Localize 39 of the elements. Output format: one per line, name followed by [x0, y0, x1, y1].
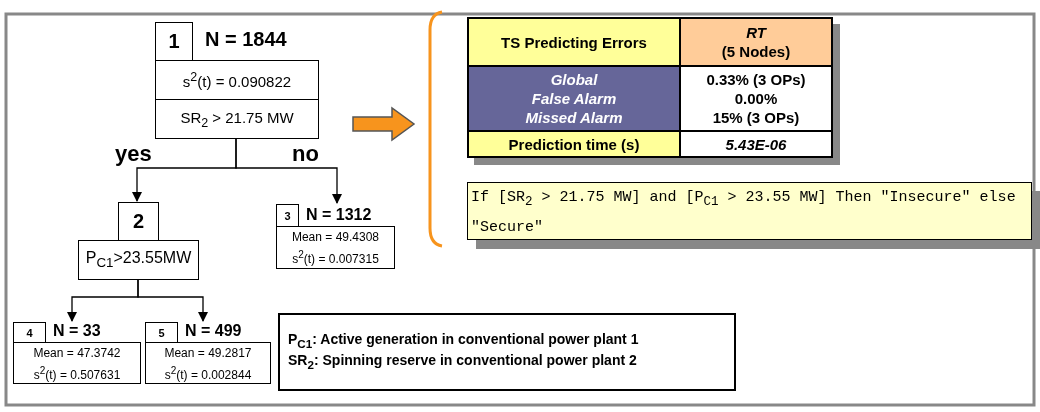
split-condition: SR$_{2}$ > 21.75 MW [156, 99, 318, 138]
sample-count: N = 499 [185, 322, 242, 340]
node-number: 4 [13, 322, 46, 343]
sample-count: N = 1844 [205, 28, 287, 51]
node-stat: Mean = 49.2817 [163, 345, 253, 362]
cell-text: 0.33% (3 OPs) [706, 70, 806, 89]
legend-box [278, 313, 736, 391]
cell-text: Global [550, 70, 598, 89]
table-cell: TS Predicting Errors [467, 17, 681, 67]
definition-text: P$_{C1}$: Active generation in conventional power plant 1 [288, 331, 640, 352]
cell-text: False Alarm [531, 89, 617, 108]
cell-text: (5 Nodes) [721, 42, 791, 61]
cell-text: 0.00% [734, 89, 778, 108]
tree-node [276, 204, 395, 269]
sample-count: N = 33 [53, 322, 101, 340]
arrow [235, 138, 342, 204]
node-stat: s$^{2}$(t) = 0.090822 [181, 69, 293, 92]
node-stat: s$^{2}$(t) = 0.507631 [32, 363, 122, 383]
table-cell: 5.43E-06 [679, 130, 833, 158]
node-number: 3 [276, 204, 299, 227]
table-cell: Prediction time (s) [467, 130, 681, 158]
cell-text: Missed Alarm [525, 108, 623, 127]
sample-count: N = 1312 [306, 206, 372, 224]
arrow [137, 279, 208, 322]
node-stat: Mean = 47.3742 [32, 345, 122, 362]
node-stat: s$^{2}$(t) = 0.002844 [163, 363, 253, 383]
node-stat: Mean = 49.4308 [290, 229, 381, 247]
node-number: 1 [155, 22, 193, 61]
cell-text: RT [746, 23, 766, 42]
cell-text: 15% (3 OPs) [712, 108, 800, 127]
node-number: 2 [118, 202, 159, 241]
node-number: 5 [145, 322, 178, 343]
split-condition: P$_{C1}$>23.55MW [84, 248, 193, 273]
definition-text: SR$_{2}$: Spinning reserve in conventional power plant 2 [288, 351, 638, 373]
node-stat: s$^{2}$(t) = 0.007315 [291, 248, 380, 268]
tree-node [78, 202, 199, 280]
tree-node [155, 22, 319, 139]
tree-node [13, 322, 141, 384]
tree-node [145, 322, 271, 384]
